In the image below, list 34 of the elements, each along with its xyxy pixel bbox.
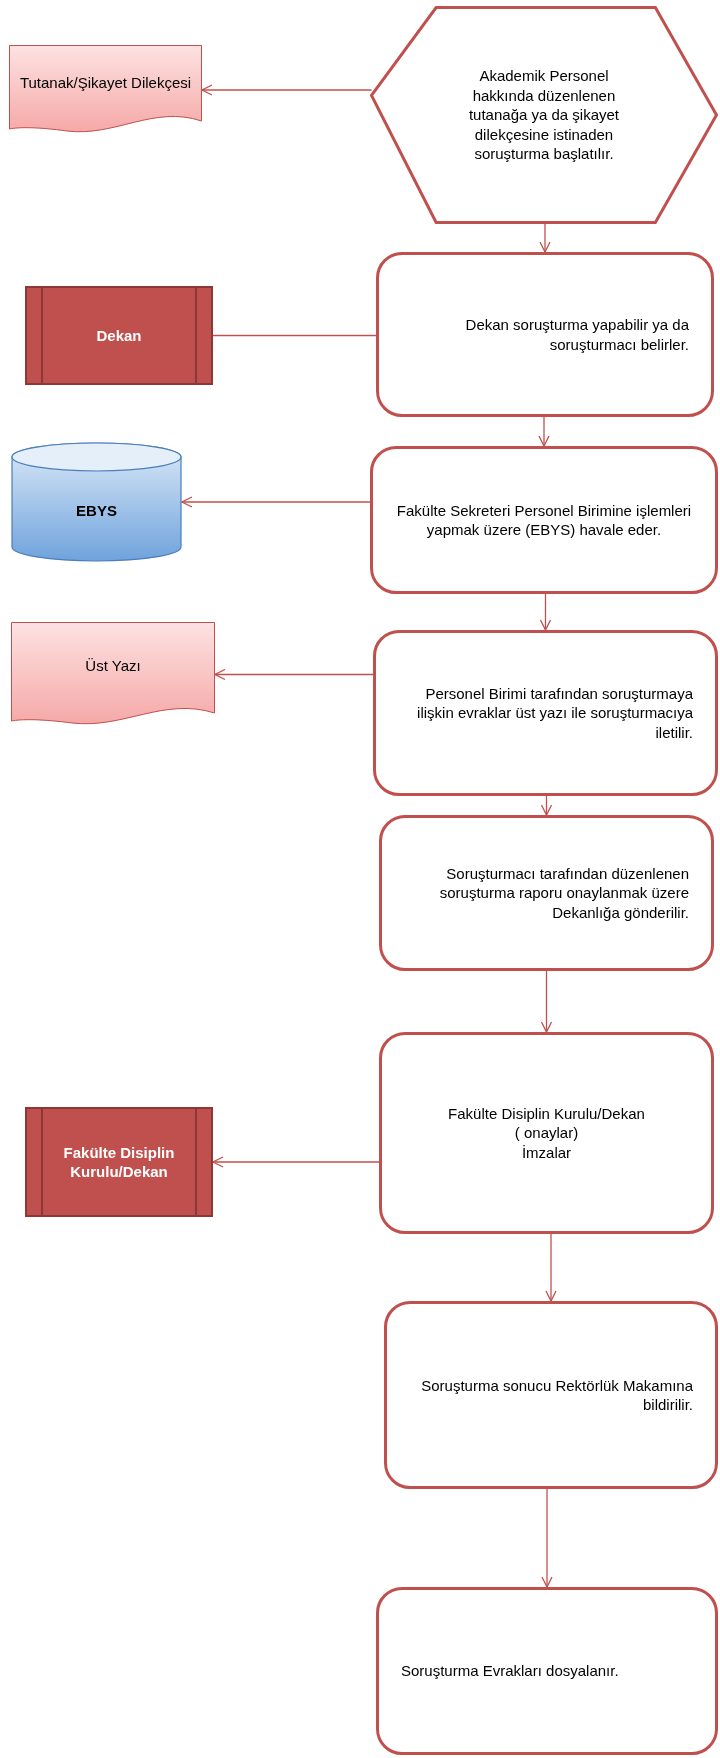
node-text: Personel Birimi tarafından soruşturmaya ilişkin evraklar üst yazı ile soruşturmacıya iletilir. <box>416 683 693 743</box>
process-box <box>376 1587 718 1755</box>
arrow <box>545 1233 557 1302</box>
process-box <box>384 1301 718 1489</box>
process-box <box>370 446 718 594</box>
process-box <box>379 815 714 971</box>
node-text: EBYS <box>75 501 118 521</box>
arrow <box>541 1488 553 1588</box>
arrow <box>540 970 553 1033</box>
arrow <box>212 1156 380 1168</box>
arrow <box>214 668 374 681</box>
node-text: Dekan <box>95 325 143 346</box>
arrow <box>540 795 553 816</box>
node-text: Tutanak/Şikayet Dilekçesi <box>19 73 192 93</box>
node-text: Fakülte Disiplin Kurulu/Dekan <box>62 1142 176 1182</box>
node-text: Soruşturma Evrakları dosyalanır. <box>401 1661 620 1681</box>
node-text: İmzalar <box>520 1142 573 1163</box>
arrow <box>181 496 371 508</box>
node-text: Soruşturma sonucu Rektörlük Makamına bildirilir. <box>420 1375 693 1415</box>
node-text: Akademik Personel hakkında düzenlenen tutanağa ya da şikayet dilekçesine istinaden soruşturma başlatılır. <box>467 66 621 164</box>
process-box <box>376 252 714 417</box>
node-text: Fakülte Sekreteri Personel Birimine işlemleri yapmak üzere (EBYS) havale eder. <box>395 500 693 540</box>
node-text: Dekan soruşturma yapabilir ya da soruşturmacı belirler. <box>464 315 689 354</box>
arrow <box>538 416 550 447</box>
node-text: Soruşturmacı tarafından düzenlenen soruşturma raporu onaylanmak üzere Dekanlığa gönderilir. <box>438 863 689 923</box>
node-text: ( onaylar) <box>513 1123 580 1143</box>
node-text: Üst Yazı <box>84 655 142 676</box>
process-box <box>373 630 718 796</box>
arrow <box>539 223 551 253</box>
node-text: Fakülte Disiplin Kurulu/Dekan <box>447 1103 646 1124</box>
process-box <box>379 1032 714 1234</box>
connector-line <box>212 334 377 337</box>
arrow <box>539 593 552 631</box>
arrow <box>201 84 373 96</box>
